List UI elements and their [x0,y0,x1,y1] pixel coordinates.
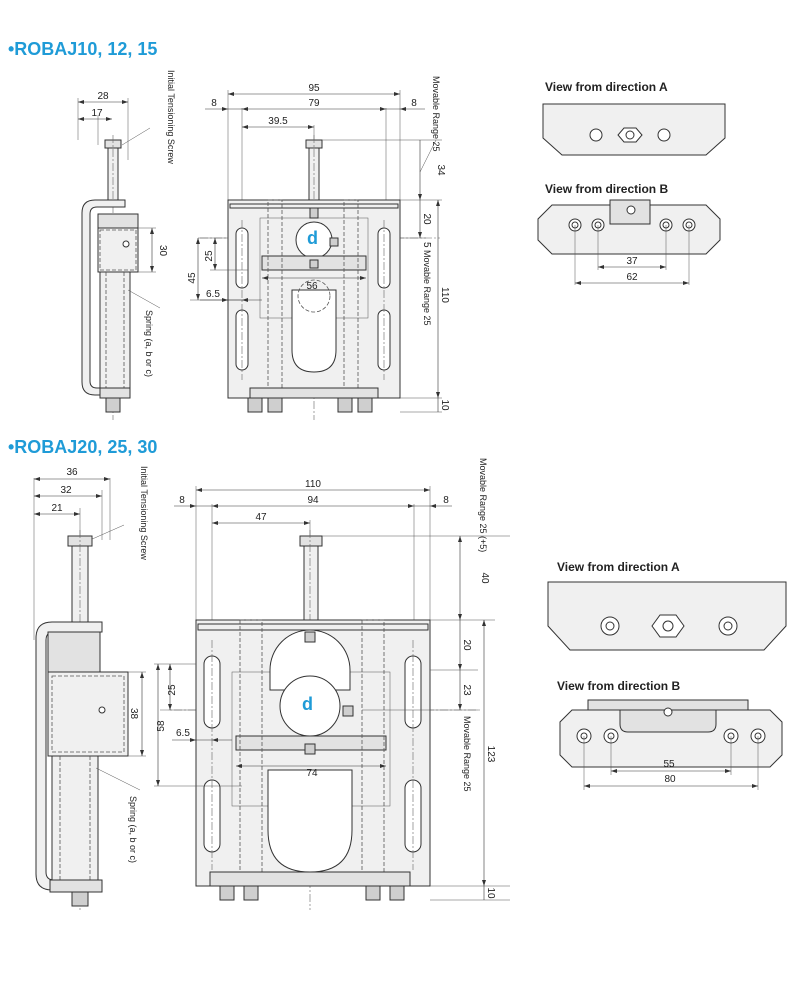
dim-62: 62 [626,272,638,283]
dim-79: 79 [308,98,320,109]
dim-36: 36 [66,467,78,478]
d-label: d [307,228,318,248]
dim-28: 28 [97,91,109,102]
dim-8-right: 8 [411,98,417,109]
dim-8-right: 8 [443,495,449,506]
dim-21: 21 [51,503,63,514]
dim-40: 40 [479,572,490,584]
movable-range-side: Movable Range 25 [422,250,432,326]
dim-25-left: 25 [204,250,215,262]
side-view-2: 36 32 21 Initial Tensioning Screw 38 Spr… [33,466,149,910]
dim-6-5: 6.5 [206,289,220,300]
view-b-title: View from direction B [545,182,668,196]
spring-label: Spring (a, b or c) [144,310,154,377]
dim-5: 5 [421,242,432,248]
view-a-title: View from direction A [545,80,668,94]
dim-10: 10 [485,887,496,899]
side-view-1: 28 17 Initial Tensioning Screw 30 Spring… [77,70,176,420]
dim-23: 23 [461,684,472,696]
dim-8-left: 8 [179,495,185,506]
dim-55: 55 [663,759,675,770]
dim-25-left: 25 [167,684,178,696]
dim-110: 110 [439,287,450,303]
movable-range-top: Movable Range 25 (+5) [478,458,488,552]
dim-6-5: 6.5 [176,728,190,739]
dim-8-left: 8 [211,98,217,109]
dim-17: 17 [91,108,103,119]
dim-58: 58 [156,720,167,732]
view-a-title: View from direction A [557,560,680,574]
initial-tensioning-screw-label: Initial Tensioning Screw [166,70,176,164]
view-b-1: 37 62 [537,199,721,285]
dim-74: 74 [306,768,318,779]
dim-37: 37 [626,256,638,267]
view-b-title: View from direction B [557,679,680,693]
dim-47: 47 [255,512,267,523]
dim-10: 10 [439,399,450,411]
dim-38: 38 [128,708,139,720]
front-view-1: 95 8 79 8 39.5 Movable Range 25 [187,76,450,420]
view-a-2 [547,581,787,651]
dim-123: 123 [485,746,496,763]
initial-tensioning-screw-label: Initial Tensioning Screw [139,466,149,560]
dim-34: 34 [435,164,446,176]
dim-110-top: 110 [305,479,321,490]
dim-20: 20 [461,639,472,651]
dim-56: 56 [306,281,318,292]
dim-39-5: 39.5 [268,116,288,127]
dim-94: 94 [307,495,319,506]
section-title: •ROBAJ20, 25, 30 [8,437,157,457]
d-label: d [302,694,313,714]
spring-label: Spring (a, b or c) [128,796,138,863]
front-view-2: 110 8 94 8 47 Movable Range 25 (+5) d [154,458,510,910]
view-b-2: 55 80 [559,699,783,790]
dim-45: 45 [187,272,198,284]
dim-20: 20 [421,213,432,225]
dim-30: 30 [157,245,168,257]
view-a-1 [542,103,726,156]
dim-80: 80 [664,774,676,785]
dim-32: 32 [60,485,72,496]
section-title: •ROBAJ10, 12, 15 [8,39,157,59]
movable-range-top: Movable Range 25 [431,76,441,152]
movable-range-side: Movable Range 25 [462,716,472,792]
dim-95: 95 [308,83,320,94]
